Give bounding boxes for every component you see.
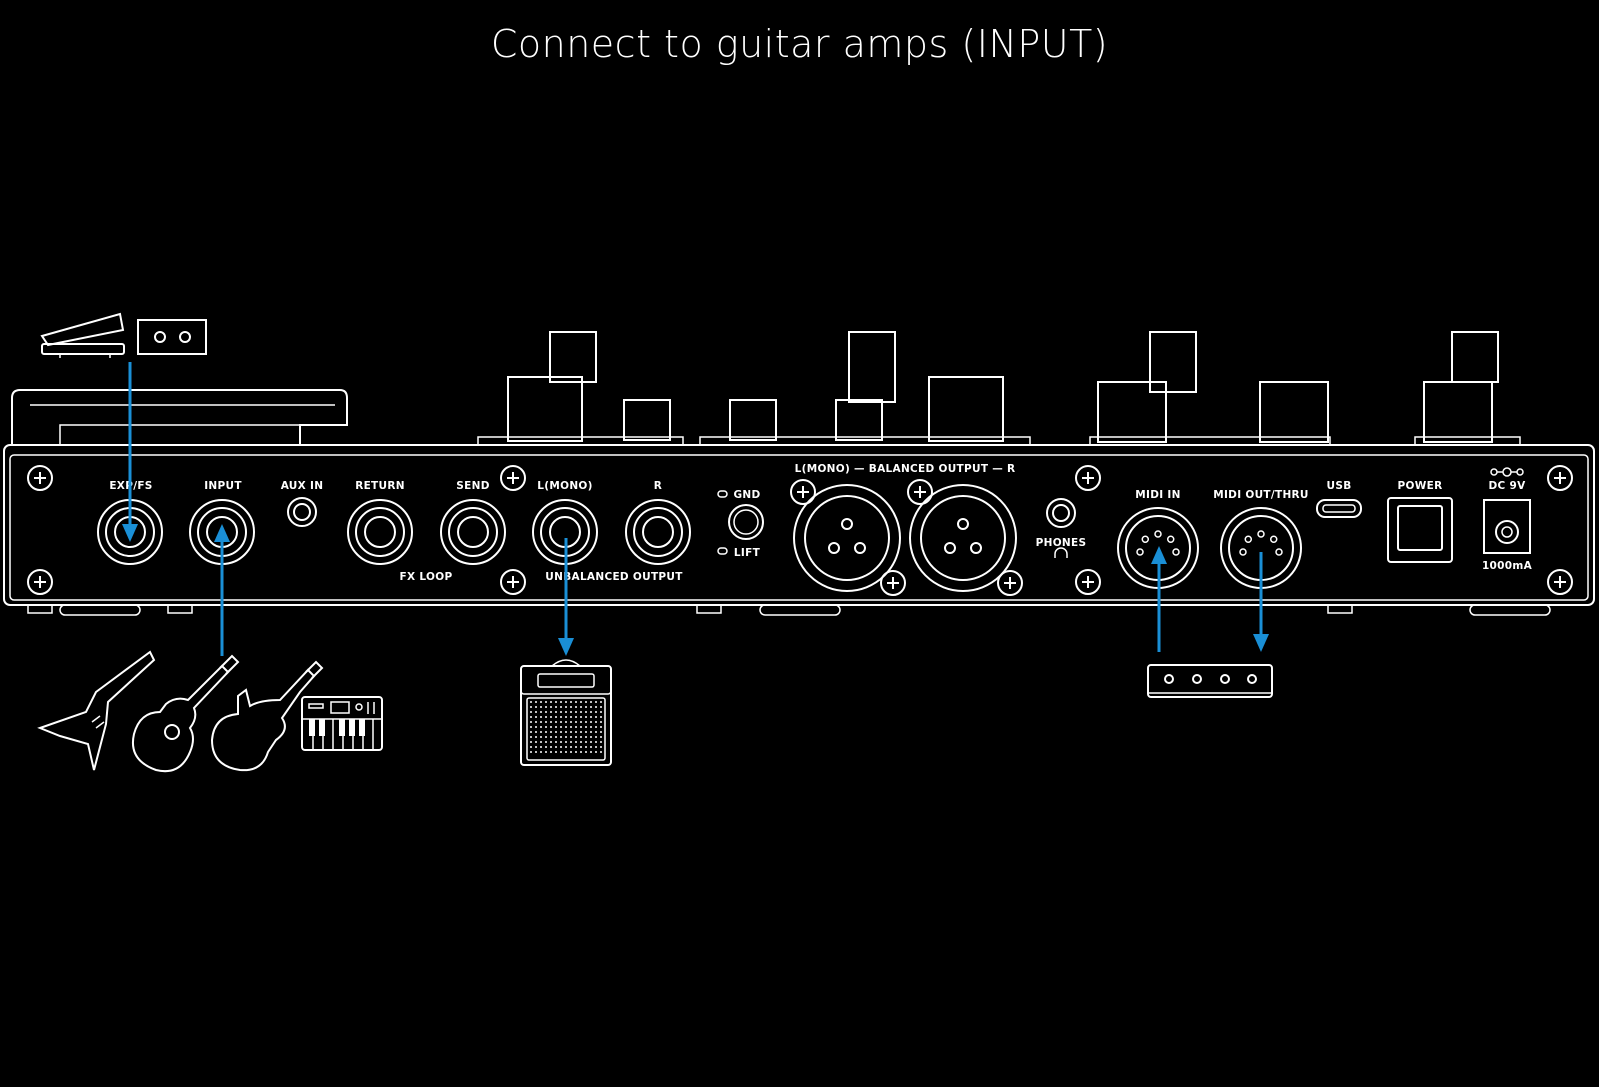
keyboard-icon — [301, 696, 383, 751]
expression-pedal-icon — [40, 312, 125, 358]
flying-v-guitar-icon — [37, 650, 156, 771]
label-usb: USB — [1327, 480, 1352, 492]
midi-pin — [1166, 535, 1175, 544]
midi-pin — [1239, 548, 1247, 556]
label-phones: PHONES — [1036, 537, 1087, 549]
label-r: R — [654, 480, 662, 492]
midi-pins — [1136, 530, 1283, 556]
xlr-l-mono-jack[interactable] — [793, 484, 901, 592]
panel-screws — [27, 465, 1573, 596]
electric-guitar-icon — [210, 660, 324, 772]
label-dc-9v: DC 9V — [1488, 480, 1526, 492]
unbalanced-r-jack[interactable] — [625, 499, 691, 565]
label-power: POWER — [1398, 480, 1443, 492]
screw-icon — [997, 570, 1023, 596]
dc-9v-jack[interactable] — [1483, 467, 1531, 554]
arrow-guitar-to-input — [214, 524, 230, 656]
headphones-icon — [1054, 547, 1068, 558]
label-input: INPUT — [204, 480, 242, 492]
acoustic-guitar-icon — [132, 654, 240, 773]
midi-controller-icon — [1147, 664, 1273, 698]
screw-icon — [1547, 569, 1573, 595]
device-top-silhouette — [11, 331, 1521, 446]
screw-icon — [1075, 465, 1101, 491]
label-gnd: GND — [733, 489, 760, 501]
black-key — [359, 719, 365, 736]
label-lift: LIFT — [734, 547, 761, 559]
label-send: SEND — [456, 480, 489, 492]
return-jack[interactable] — [347, 499, 413, 565]
label-1000ma: 1000mA — [1482, 560, 1533, 572]
knob-group-2 — [699, 331, 1031, 446]
midi-pin — [1269, 535, 1278, 544]
arrow-output-to-amp — [558, 538, 574, 656]
screw-icon — [27, 465, 53, 491]
screw-icon — [27, 569, 53, 595]
black-key — [319, 719, 325, 736]
label-return: RETURN — [355, 480, 405, 492]
screw-icon — [1075, 569, 1101, 595]
label-balanced-output: L(MONO) — BALANCED OUTPUT — R — [795, 463, 1016, 475]
label-fx-loop: FX LOOP — [400, 571, 453, 583]
footswitch-icon — [137, 319, 207, 355]
page-title: Connect to guitar amps (INPUT) — [490, 22, 1109, 66]
label-l-mono: L(MONO) — [537, 480, 592, 492]
xlr-r-jack[interactable] — [909, 484, 1017, 592]
arrow-pedal-to-exp-fs — [122, 362, 138, 542]
guitar-amp-icon — [520, 659, 612, 766]
rear-panel — [3, 444, 1595, 616]
black-key — [309, 719, 315, 736]
arrow-midi-out-to-controller — [1253, 552, 1269, 652]
knob-group-1 — [477, 331, 684, 446]
aux-in-jack[interactable] — [287, 497, 317, 527]
midi-pin — [1275, 548, 1283, 556]
usb-port[interactable] — [1316, 499, 1362, 518]
black-key — [349, 719, 355, 736]
midi-pin — [1172, 548, 1180, 556]
midi-pin — [1244, 535, 1253, 544]
power-switch[interactable] — [1387, 497, 1453, 563]
screw-icon — [880, 570, 906, 596]
dc-polarity-icon — [1490, 467, 1524, 477]
label-unbalanced-output: UNBALANCED OUTPUT — [545, 571, 683, 583]
screw-icon — [500, 465, 526, 491]
midi-pin — [1154, 530, 1162, 538]
label-aux-in: AUX IN — [281, 480, 324, 492]
arrow-controller-to-midi-in — [1151, 546, 1167, 652]
screw-icon — [1547, 465, 1573, 491]
knob-group-4 — [1414, 331, 1521, 446]
ground-lift-switch[interactable] — [717, 490, 764, 555]
screw-icon — [907, 479, 933, 505]
phones-jack[interactable] — [1046, 498, 1076, 558]
knob-group-3 — [1089, 331, 1331, 446]
midi-pin — [1136, 548, 1144, 556]
screw-icon — [500, 569, 526, 595]
screw-icon — [790, 479, 816, 505]
midi-pin — [1141, 535, 1150, 544]
midi-pin — [1257, 530, 1265, 538]
black-key — [339, 719, 345, 736]
send-jack[interactable] — [440, 499, 506, 565]
label-midi-in: MIDI IN — [1135, 489, 1180, 501]
label-midi-out-thru: MIDI OUT/THRU — [1213, 489, 1309, 501]
